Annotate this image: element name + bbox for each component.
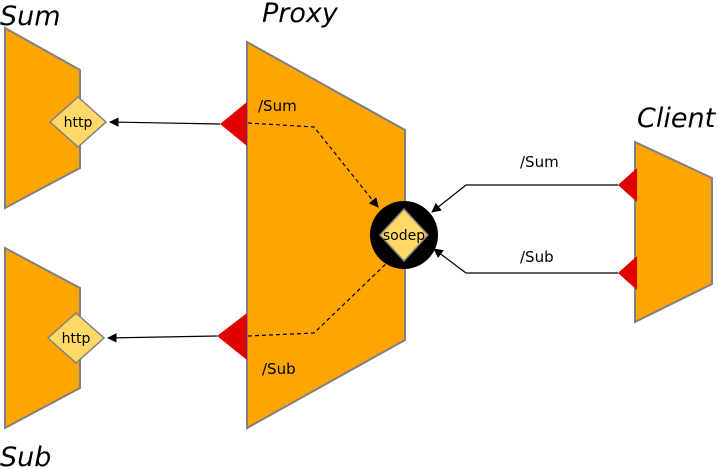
sum-http-label: http	[64, 115, 93, 131]
proxy-sum-outbound-port[interactable]	[220, 102, 247, 146]
edge-client-to-proxy-sum	[431, 184, 618, 213]
sum-service[interactable]: http	[4, 26, 108, 210]
client-edge-sum-label: /Sum	[520, 153, 559, 171]
sum-http-port[interactable]: http	[48, 95, 108, 149]
proxy-route-sum-label: /Sum	[258, 97, 297, 115]
proxy-service[interactable]	[246, 40, 406, 430]
sub-service[interactable]: http	[4, 246, 106, 430]
proxy-title: Proxy	[262, 0, 339, 29]
client-sum-outbound-port[interactable]	[618, 168, 637, 202]
proxy-sub-outbound-port[interactable]	[217, 313, 247, 360]
client-edge-sub-label: /Sub	[520, 248, 554, 266]
sodep-label: sodep	[383, 228, 425, 244]
internal-route-sum	[247, 122, 379, 208]
client-service[interactable]	[634, 140, 713, 324]
internal-route-sub	[247, 256, 394, 337]
proxy-route-sub-label: /Sub	[262, 360, 296, 378]
edge-client-to-proxy-sub	[433, 248, 618, 274]
sub-http-port[interactable]: http	[46, 311, 106, 365]
edge-proxy-to-sum	[109, 117, 221, 127]
sub-title: Sub	[0, 442, 51, 469]
client-title: Client	[637, 103, 717, 134]
edge-proxy-to-sub	[107, 333, 218, 343]
client-sub-outbound-port[interactable]	[618, 256, 637, 290]
sum-title: Sum	[0, 1, 61, 32]
proxy-sodep-port[interactable]: sodep	[370, 201, 438, 269]
sub-http-label: http	[62, 331, 91, 347]
